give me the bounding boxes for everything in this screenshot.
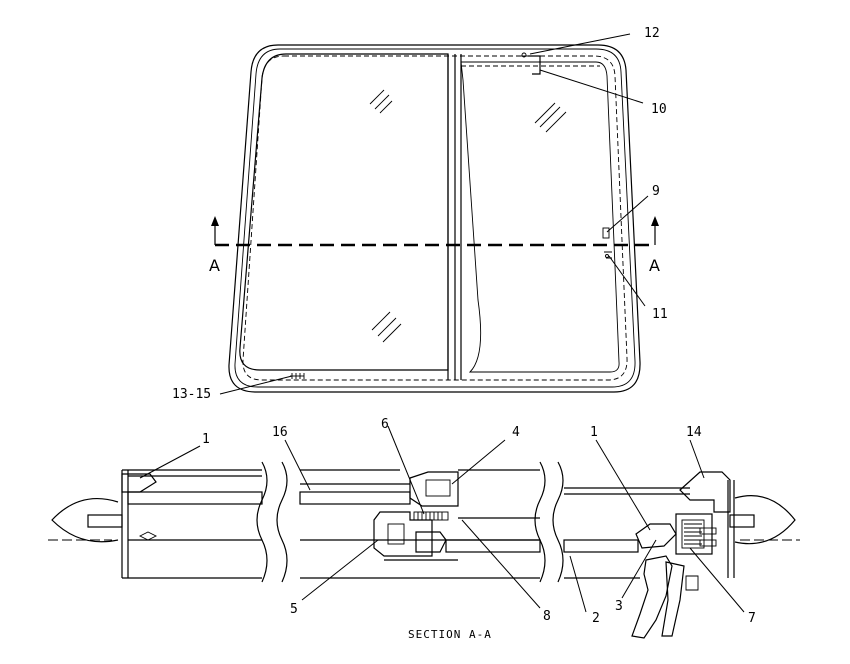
callout-12: 12 [644, 26, 660, 41]
left-glass-pane [239, 53, 449, 371]
section-callout-7: 7 [748, 611, 756, 626]
section-callout-5: 5 [290, 602, 298, 617]
sliding-glass-2 [445, 539, 541, 553]
section-callout-1-left: 1 [202, 432, 210, 447]
section-callout-14: 14 [686, 425, 702, 440]
section-callout-6: 6 [381, 417, 389, 432]
section-callout-4: 4 [512, 425, 520, 440]
center-mullion [447, 54, 462, 380]
latch-side [602, 227, 612, 259]
seal-8 [415, 531, 447, 553]
section-callout-2: 2 [592, 611, 600, 626]
latch-top [520, 52, 541, 75]
section-callout-3: 3 [615, 599, 623, 614]
frame-14 [679, 471, 731, 513]
glazing-dashed-outline [242, 55, 628, 381]
bottom-fasteners [290, 373, 305, 379]
seal-1-right [635, 523, 677, 549]
callout-9: 9 [652, 184, 660, 199]
section-cut-line [211, 216, 659, 247]
section-view: 1 16 6 4 1 14 5 8 2 3 7 SECTION A-A [48, 417, 800, 641]
mullion-section-5 [373, 511, 433, 557]
latch-housing-7 [675, 513, 717, 555]
outer-frame-inner [234, 48, 636, 388]
fixed-glass-16 [127, 491, 263, 505]
glass-reflection-marks [369, 89, 567, 343]
outer-frame [228, 44, 641, 393]
callout-10: 10 [651, 102, 667, 117]
section-mark-right: A [649, 256, 660, 275]
section-callout-1-right: 1 [590, 425, 598, 440]
section-mark-left: A [209, 256, 220, 275]
section-callout-8: 8 [543, 609, 551, 624]
screw-6 [413, 511, 449, 521]
right-seal-bulb [734, 495, 796, 545]
mullion-section-4 [409, 471, 459, 507]
section-callout-16: 16 [272, 425, 288, 440]
window-front-view: A A 12 10 9 11 13-15 [172, 26, 668, 402]
section-title: SECTION A-A [408, 628, 492, 641]
callout-11: 11 [652, 307, 668, 322]
right-glass-pane [460, 61, 620, 373]
callout-13-15: 13-15 [172, 387, 211, 402]
left-seal-bulb [51, 498, 119, 543]
seal-1-left [121, 473, 157, 493]
break-lines [256, 461, 564, 583]
